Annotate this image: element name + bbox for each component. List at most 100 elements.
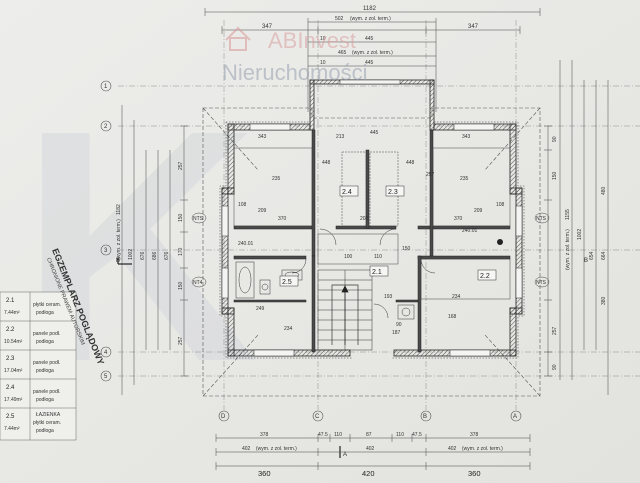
grid-row-markers (100, 80, 112, 382)
dim-465-note: (wym. z zol. term.) (352, 50, 393, 56)
dim-bottom-r1-2: 110 (334, 432, 342, 438)
dim-bottom-r1-0: 378 (260, 432, 269, 438)
dim-left-686: 686 (152, 251, 158, 260)
dim-left-150: 150 (178, 213, 184, 222)
grid-row-3: 3 (104, 248, 108, 254)
legend-table (0, 291, 77, 441)
nts-tag-1: NTS (193, 216, 204, 222)
dim-left-676: 676 (140, 251, 146, 260)
dim-bottom-402-mid: 402 (366, 446, 375, 452)
dim-10b: 10 (320, 60, 326, 66)
dim-448a: 448 (322, 160, 331, 166)
dim-left-1182: 1182 (116, 204, 122, 215)
dim-right-90: 90 (552, 136, 558, 142)
dim-right-380: 380 (601, 296, 607, 305)
legend-row-2-floor2: podłoga (36, 339, 54, 345)
dim-150-inner: 150 (402, 246, 411, 252)
dim-bottom-360-left: 360 (258, 469, 271, 478)
dim-465: 465 (338, 50, 347, 56)
legend-row-4-floor2: podłoga (36, 397, 54, 403)
dim-213: 213 (336, 134, 345, 140)
room-2-3: 2.3 (388, 189, 398, 196)
dim-bottom-402-right-note: (wym. z zol. term.) (462, 446, 503, 452)
nts-tags (191, 212, 550, 288)
dim-left-150b: 150 (178, 281, 184, 290)
room-2-5: 2.5 (282, 279, 292, 286)
legend-row-3-no: 2.3 (6, 356, 15, 362)
dim-343a: 343 (258, 134, 267, 140)
dim-209b: 209 (474, 208, 483, 214)
dim-left-1182-note: (wym. z zol. term.) (116, 219, 122, 260)
grid-col-a: A (513, 414, 517, 420)
grid-col-b: B (423, 414, 427, 420)
section-mark-b-left: B (116, 258, 120, 264)
top-dimension-lines (204, 8, 541, 112)
right-dimension-lines (544, 60, 609, 395)
dim-110: 110 (374, 254, 382, 260)
grid-rows (118, 85, 640, 377)
grid-col-c: C (315, 414, 320, 420)
dim-445: 445 (365, 36, 374, 42)
dim-90: 90 (396, 322, 402, 328)
dim-left-257: 257 (178, 161, 184, 170)
room-2-2: 2.2 (480, 273, 490, 280)
bottom-dimension-lines (215, 434, 531, 470)
nts-tag-4: NTS (536, 280, 547, 286)
dim-right-480: 480 (601, 186, 607, 195)
dim-10a: 10 (320, 36, 326, 42)
dim-bottom-r1-5: 47.5 (412, 432, 422, 438)
left-dimension-lines (121, 105, 188, 395)
dim-240b: 240.01 (462, 228, 478, 234)
dim-left-1002: 1002 (128, 249, 134, 260)
room-boxes (233, 147, 511, 300)
windows (221, 79, 523, 357)
dim-right-1155-note: (wym. z zol. term.) (565, 229, 571, 270)
grid-row-1: 1 (104, 84, 108, 90)
dim-445-inner: 445 (370, 130, 379, 136)
legend-row-5-floor2: podłoga (36, 428, 54, 434)
room-2-1: 2.1 (372, 269, 382, 276)
dim-overall-top: 1182 (363, 6, 377, 12)
grid-row-5: 5 (104, 374, 108, 380)
legend-row-1-floor2: podłoga (36, 310, 54, 316)
dim-234b: 234 (452, 294, 461, 300)
dim-502: 502 (335, 16, 344, 22)
dim-370b: 370 (454, 216, 463, 222)
dim-187: 187 (392, 330, 401, 336)
legend-row-2-area: 10.54m² (4, 339, 23, 345)
dim-bottom-402-right: 402 (448, 446, 457, 452)
dim-502-note: (wym. z zol. term.) (350, 16, 391, 22)
legend-row-2-no: 2.2 (6, 327, 15, 333)
dim-257-inner: 257 (426, 172, 435, 178)
dim-235b: 235 (460, 176, 469, 182)
dim-370a: 370 (278, 216, 287, 222)
dim-235a: 235 (272, 176, 281, 182)
dim-right-1155: 1155 (565, 209, 571, 220)
dim-right-654: 654 (589, 251, 595, 260)
dim-249: 249 (256, 306, 265, 312)
dim-right-664: 664 (601, 251, 607, 260)
dim-right-150: 150 (552, 171, 558, 180)
legend-row-4-floor: panele podł. (33, 389, 60, 395)
legend-row-1-no: 2.1 (6, 298, 15, 304)
stairs-arrow (341, 285, 349, 345)
legend-row-1-floor: płytki ceram. (33, 302, 61, 308)
watermark-house-icon (225, 26, 251, 51)
dim-347-left: 347 (262, 24, 273, 30)
insulation-lines (219, 121, 525, 359)
dim-right-1002: 1002 (577, 229, 583, 240)
dim-right-257: 257 (552, 326, 558, 335)
dim-448b: 448 (406, 160, 415, 166)
watermark-brand-line1: ABInvest (268, 28, 356, 53)
dim-202: 202 (360, 216, 369, 222)
legend-row-3-floor: panele podł. (33, 360, 60, 366)
nts-tag-3: NTS (536, 216, 547, 222)
legend-row-4-area: 17.49m² (4, 397, 23, 403)
room-label-boxes (279, 185, 497, 287)
legend-row-3-area: 17.04m² (4, 368, 23, 374)
legend-row-2-floor: panele podł. (33, 331, 60, 337)
grid-col-markers (218, 410, 522, 422)
room-2-4: 2.4 (342, 189, 352, 196)
nts-tag-2: NT4 (193, 280, 203, 286)
